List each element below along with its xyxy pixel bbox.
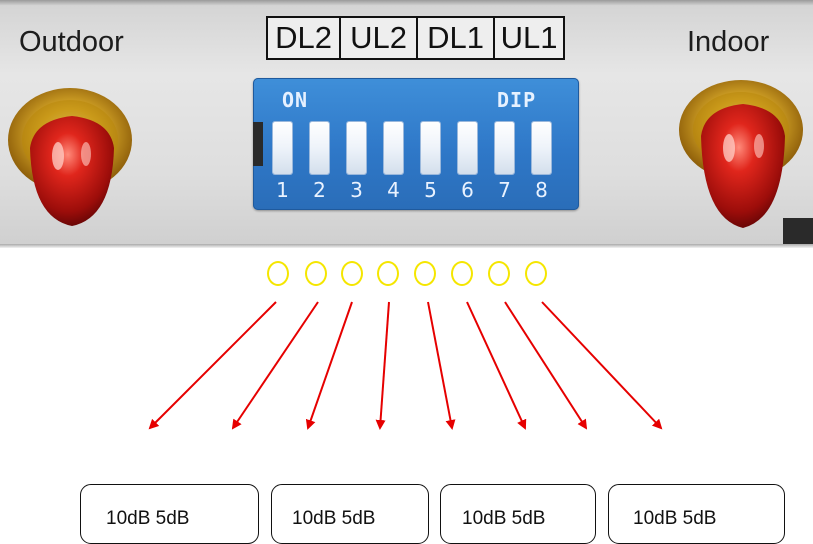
dip-label: DIP	[497, 88, 537, 112]
panel-top-edge	[0, 0, 813, 6]
band-label-ul2: UL2	[339, 16, 418, 60]
arrow-3	[305, 301, 353, 430]
band-label-dl2: DL2	[266, 16, 341, 60]
switch-marker-5	[414, 261, 436, 286]
dip-switch-4[interactable]	[384, 122, 403, 174]
attenuation-box-3	[440, 484, 596, 544]
dip-switch-side-tab	[253, 122, 263, 166]
switch-marker-6	[451, 261, 473, 286]
switch-marker-4	[377, 261, 399, 286]
dip-number-7: 7	[498, 178, 511, 202]
arrow-7	[504, 301, 588, 430]
attenuation-box-4	[608, 484, 785, 544]
dip-number-4: 4	[387, 178, 400, 202]
attenuation-text-3: 10dB 5dB	[462, 508, 546, 529]
arrow-4	[375, 301, 390, 430]
band-label-dl1: DL1	[416, 16, 495, 60]
attenuation-text-4: 10dB 5dB	[633, 508, 717, 529]
indoor-connector-icon	[679, 80, 813, 244]
dip-number-3: 3	[350, 178, 363, 202]
arrow-1	[148, 301, 277, 430]
dip-number-8: 8	[535, 178, 548, 202]
arrow-8	[541, 301, 663, 430]
arrow-6	[466, 301, 527, 430]
dip-number-2: 2	[313, 178, 326, 202]
switch-marker-2	[305, 261, 327, 286]
dip-number-1: 1	[276, 178, 289, 202]
attenuation-text-1: 10dB 5dB	[106, 508, 190, 529]
indoor-port-label: Indoor	[687, 26, 770, 58]
outdoor-port-label: Outdoor	[19, 26, 124, 58]
attenuation-box-1	[80, 484, 259, 544]
panel-bottom-edge	[0, 244, 813, 248]
attenuation-text-2: 10dB 5dB	[292, 508, 376, 529]
dip-switch-3[interactable]	[347, 122, 366, 174]
dip-switch-2[interactable]	[310, 122, 329, 174]
switch-marker-8	[525, 261, 547, 286]
attenuation-box-2	[271, 484, 429, 544]
dip-switch-8[interactable]	[532, 122, 551, 174]
switch-marker-3	[341, 261, 363, 286]
outdoor-connector-icon	[8, 88, 132, 226]
dip-on-label: ON	[282, 88, 309, 112]
dip-switch-5[interactable]	[421, 122, 440, 174]
arrow-5	[427, 301, 456, 430]
switch-marker-7	[488, 261, 510, 286]
dip-switch-6[interactable]	[458, 122, 477, 174]
switch-marker-1	[267, 261, 289, 286]
dip-switch-7[interactable]	[495, 122, 514, 174]
band-label-ul1: UL1	[493, 16, 565, 60]
arrow-2	[231, 301, 319, 430]
dip-switch-1[interactable]	[273, 122, 292, 174]
dip-number-6: 6	[461, 178, 474, 202]
dip-switch-body	[253, 78, 579, 210]
dip-number-5: 5	[424, 178, 437, 202]
